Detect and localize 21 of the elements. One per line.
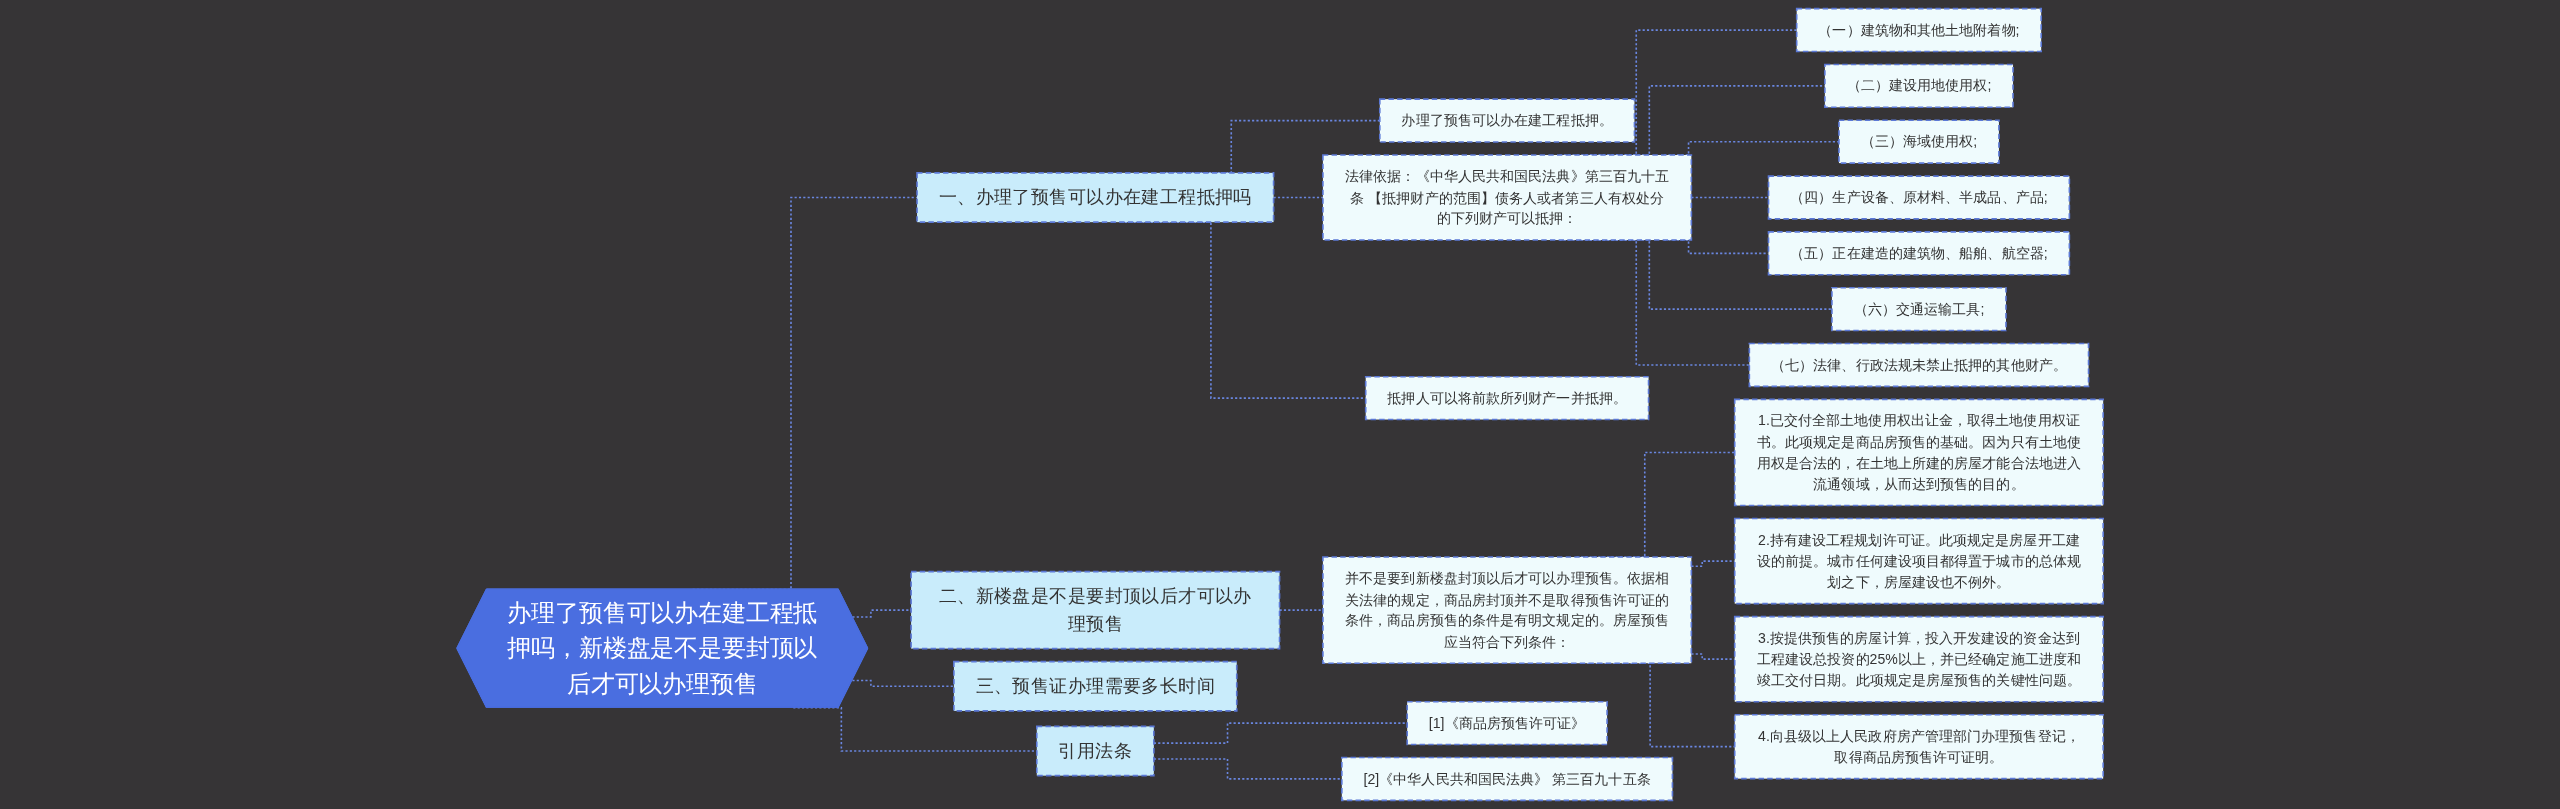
- node-box: 二、新楼盘是不是要封顶以后才可以办理预售: [910, 570, 1281, 650]
- node-box: [1]《商品房预售许可证》: [1406, 700, 1608, 746]
- node-box: 1.已交付全部土地使用权出让金，取得土地使用权证书。此项规定是商品房预售的基础。因为只有土地使用权是合法的，在土地上所建的房屋才能合法地进入流通领域，从而达到预售的目的。: [1733, 398, 2104, 507]
- node-box: [2]《中华人民共和国民法典》 第三百九十五条: [1341, 756, 1674, 802]
- node-box: 4.向县级以上人民政府房产管理部门办理预售登记，取得商品房预售许可证明。: [1733, 713, 2104, 780]
- node-box: 引用法条: [1035, 725, 1155, 777]
- node-box: （二）建设用地使用权;: [1824, 63, 2014, 109]
- node-box: 三、预售证办理需要多长时间: [953, 660, 1238, 712]
- node-box: （四）生产设备、原材料、半成品、产品;: [1767, 175, 2071, 220]
- node-box: 办理了预售可以办在建工程抵押。: [1378, 98, 1636, 143]
- node-box: 一、办理了预售可以办在建工程抵押吗: [916, 172, 1275, 223]
- node-box: 法律依据：《中华人民共和国民法典》第三百九十五条 【抵押财产的范围】债务人或者第三人有权处分的下列财产可以抵押：: [1322, 154, 1693, 241]
- node-box: （七）法律、行政法规未禁止抵押的其他财产。: [1748, 342, 2090, 388]
- node-box: 2.持有建设工程规划许可证。此项规定是房屋开工建设的前提。城市任何建设项目都得置于城市的总体规划之下，房屋建设也不例外。: [1733, 517, 2104, 605]
- node-box: 抵押人可以将前款所列财产一并抵押。: [1364, 375, 1650, 421]
- node-box: 并不是要到新楼盘封顶以后才可以办理预售。依据相关法律的规定，商品房封顶并不是取得预售许可证的条件，商品房预售的条件是有明文规定的。房屋预售应当符合下列条件：: [1322, 556, 1693, 665]
- node-box: （三）海域使用权;: [1838, 119, 2000, 164]
- node-box: 3.按提供预售的房屋计算，投入开发建设的资金达到工程建设总投资的25%以上，并已经确定施工进度和竣工交付日期。此项规定是房屋预售的关键性问题。: [1733, 615, 2104, 703]
- node-box: （一）建筑物和其他土地附着物;: [1795, 7, 2042, 53]
- node-box: （六）交通运输工具;: [1831, 286, 2007, 332]
- node-box: （五）正在建造的建筑物、船舶、航空器;: [1767, 231, 2071, 276]
